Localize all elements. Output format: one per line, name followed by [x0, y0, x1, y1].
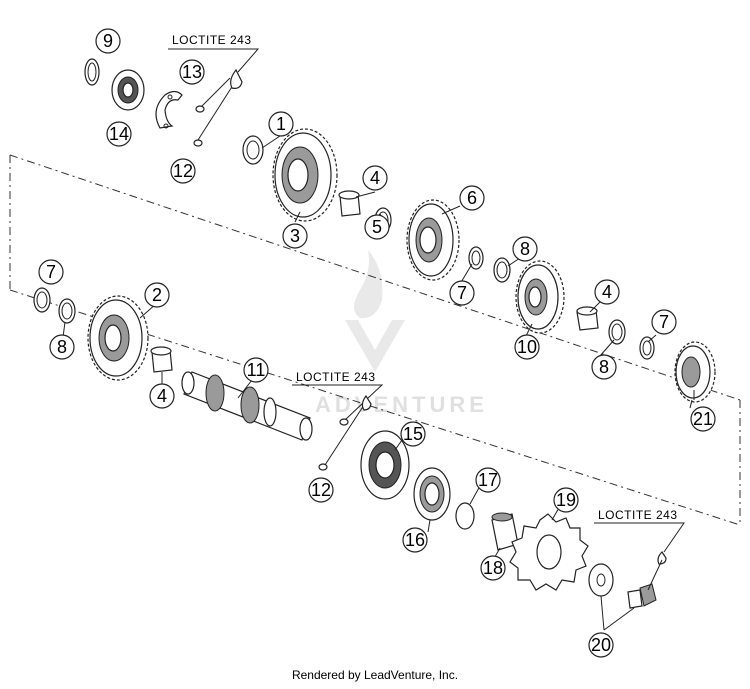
svg-text:13: 13: [182, 62, 202, 82]
callout-3: 3: [282, 223, 308, 249]
callout-6: 6: [459, 185, 485, 211]
loctite-label-mid: LOCTITE 243: [292, 370, 384, 399]
callout-20: 20: [588, 632, 614, 658]
washer-8-right: [608, 319, 626, 345]
svg-text:9: 9: [103, 31, 113, 51]
callout-5: 5: [364, 214, 390, 240]
callout-11: 11: [243, 357, 269, 383]
callout-16: 16: [402, 527, 428, 553]
loctite-text-bottom: LOCTITE 243: [598, 508, 678, 522]
callout-10: 10: [514, 334, 540, 360]
gear-21: [674, 341, 716, 403]
callout-17: 17: [475, 467, 501, 493]
loctite-label-top: LOCTITE 243: [168, 33, 260, 73]
retainer-plate-13: [155, 90, 183, 129]
callouts: 1 2 3 4 4 4 5 6 7 7 7 7 8 8 8 8 9 10 11 …: [38, 28, 716, 658]
svg-text:12: 12: [311, 480, 331, 500]
spacer-18: [491, 512, 519, 551]
svg-text:11: 11: [247, 360, 266, 380]
svg-text:10: 10: [517, 337, 537, 357]
watermark: ADVENTURE: [315, 250, 488, 417]
callout-7-right: 7: [651, 309, 677, 335]
svg-text:8: 8: [57, 337, 67, 357]
callout-18: 18: [480, 555, 506, 581]
callout-8-left: 8: [49, 334, 75, 360]
svg-text:16: 16: [405, 530, 425, 550]
bushing-4-left: [150, 346, 173, 373]
washer-8-top: [493, 257, 511, 283]
callout-15: 15: [400, 421, 426, 447]
callout-4-left: 4: [149, 383, 175, 409]
circlip-7-left: [33, 287, 51, 313]
svg-text:15: 15: [403, 424, 423, 444]
callout-7-left: 7: [38, 259, 64, 285]
loctite-drop-bottom: [647, 551, 667, 591]
svg-text:8: 8: [520, 239, 530, 259]
gear-2: [87, 295, 149, 381]
svg-text:17: 17: [478, 470, 498, 490]
footer-credit: Rendered by LeadVenture, Inc.: [291, 668, 459, 682]
svg-text:20: 20: [591, 635, 611, 655]
svg-text:8: 8: [599, 357, 609, 377]
shaft-seal-16: [413, 467, 451, 521]
circlip-7-right: [639, 336, 655, 360]
svg-text:1: 1: [276, 114, 286, 134]
svg-text:18: 18: [483, 558, 503, 578]
callout-21: 21: [690, 406, 716, 432]
svg-text:3: 3: [290, 226, 300, 246]
bearing-15: [360, 430, 410, 500]
watermark-text: ADVENTURE: [315, 392, 488, 417]
svg-text:12: 12: [173, 161, 193, 181]
callout-1: 1: [268, 111, 294, 137]
screws-12-mid: [318, 401, 365, 471]
washer-8-left: [58, 298, 76, 324]
circlip-7-top: [468, 246, 484, 270]
svg-text:5: 5: [372, 217, 382, 237]
svg-text:6: 6: [467, 188, 477, 208]
sprocket-19: [509, 513, 589, 591]
svg-text:4: 4: [370, 168, 380, 188]
gear-6: [406, 199, 460, 281]
callout-7-mid: 7: [449, 280, 475, 306]
loctite-label-bottom: LOCTITE 243: [594, 508, 685, 553]
bolt-20: [627, 583, 657, 609]
callout-9: 9: [95, 28, 121, 54]
svg-text:7: 7: [659, 312, 669, 332]
loctite-drop-mid: [361, 394, 372, 411]
svg-text:4: 4: [157, 386, 167, 406]
washer-20: [588, 563, 614, 597]
callout-19: 19: [553, 487, 579, 513]
callout-4-right: 4: [594, 279, 620, 305]
main-shaft-11: [181, 371, 313, 441]
callout-2: 2: [144, 282, 170, 308]
washer-1: [242, 135, 264, 165]
svg-text:4: 4: [602, 282, 612, 302]
svg-text:7: 7: [46, 262, 56, 282]
callout-4-top: 4: [362, 165, 388, 191]
o-ring-17: [455, 502, 475, 530]
callout-14: 14: [106, 121, 132, 147]
callout-12-top: 12: [170, 158, 196, 184]
callout-12-mid: 12: [308, 477, 334, 503]
svg-text:7: 7: [457, 283, 467, 303]
loctite-text-mid: LOCTITE 243: [296, 370, 376, 384]
screws-12-top: [193, 77, 236, 147]
loctite-drop-top: [230, 68, 243, 89]
bearing-14: [111, 69, 145, 111]
gear-10: [515, 260, 565, 334]
callout-8-right: 8: [591, 354, 617, 380]
svg-text:21: 21: [693, 409, 713, 429]
svg-text:2: 2: [152, 285, 162, 305]
loctite-text-top: LOCTITE 243: [172, 33, 252, 47]
bushing-4-right: [576, 306, 599, 331]
svg-text:19: 19: [556, 490, 576, 510]
bushing-4-top: [338, 190, 361, 217]
callout-8-mid: 8: [512, 236, 538, 262]
circlip-9: [84, 58, 100, 86]
callout-13: 13: [179, 59, 205, 85]
leader-lines: [61, 135, 695, 631]
gear-3: [272, 128, 338, 222]
svg-text:14: 14: [109, 124, 129, 144]
